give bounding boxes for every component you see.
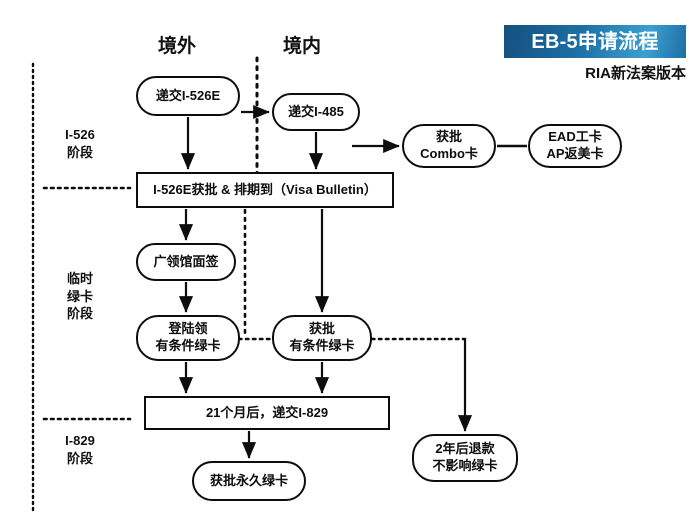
node-submit-i829[interactable]: 21个月后，递交I-829 [144, 396, 390, 430]
node-label: 递交I-485 [288, 103, 344, 119]
node-ead-ap-card[interactable]: EAD工卡 AP返美卡 [528, 124, 622, 168]
stage-label-line: 阶段 [66, 144, 93, 160]
node-label: 递交I-526E [155, 87, 221, 103]
node-label: 有条件绿卡 [155, 338, 221, 353]
node-label: 广领馆面签 [153, 253, 219, 269]
node-land-conditional-greencard[interactable]: 登陆领 有条件绿卡 [136, 315, 240, 361]
node-consulate-interview[interactable]: 广领馆面签 [136, 243, 236, 281]
node-approve-combo-card[interactable]: 获批 Combo卡 [402, 124, 496, 168]
banner-title: EB-5申请流程 [531, 30, 659, 53]
stage-label-i526: I-526 阶段 [52, 126, 108, 161]
node-label: 有条件绿卡 [289, 338, 355, 353]
node-label: 获批永久绿卡 [209, 472, 288, 488]
stage-label-line: I-526 [65, 127, 95, 142]
node-label: 21个月后，递交I-829 [205, 404, 329, 420]
node-submit-i485[interactable]: 递交I-485 [272, 93, 360, 131]
stage-label-line: 临时 [66, 271, 93, 286]
stage-label-line: I-829 [65, 433, 95, 448]
stage-label-line: 阶段 [66, 450, 93, 466]
banner-subtitle: RIA新法案版本 [585, 65, 686, 82]
node-approve-conditional-greencard[interactable]: 获批 有条件绿卡 [272, 315, 372, 361]
node-label: 不影响绿卡 [432, 458, 498, 473]
stage-label-line: 绿卡 [66, 288, 93, 304]
node-permanent-greencard[interactable]: 获批永久绿卡 [192, 461, 306, 501]
node-label: 获批 [435, 129, 462, 145]
node-label: EAD工卡 [548, 129, 602, 145]
node-label: I-526E获批 & 排期到（Visa Bulletin） [153, 181, 377, 197]
node-i526e-approved-visa-bulletin[interactable]: I-526E获批 & 排期到（Visa Bulletin） [136, 172, 394, 208]
node-refund-after-two-years[interactable]: 2年后退款 不影响绿卡 [412, 434, 518, 482]
node-label: 登陆领 [168, 321, 208, 337]
stage-label-conditional-gc: 临时 绿卡 阶段 [52, 270, 108, 323]
stage-label-line: 阶段 [66, 306, 93, 322]
column-header-inside: 境内 [283, 36, 322, 57]
column-header-outside: 境外 [158, 36, 197, 57]
node-submit-i526e[interactable]: 递交I-526E [136, 76, 240, 116]
node-label: AP返美卡 [546, 146, 604, 161]
node-label: 2年后退款 [435, 441, 495, 457]
title-banner: EB-5申请流程 [504, 25, 686, 58]
stage-label-i829: I-829 阶段 [52, 432, 108, 467]
node-label: Combo卡 [420, 146, 478, 161]
node-label: 获批 [308, 321, 335, 337]
